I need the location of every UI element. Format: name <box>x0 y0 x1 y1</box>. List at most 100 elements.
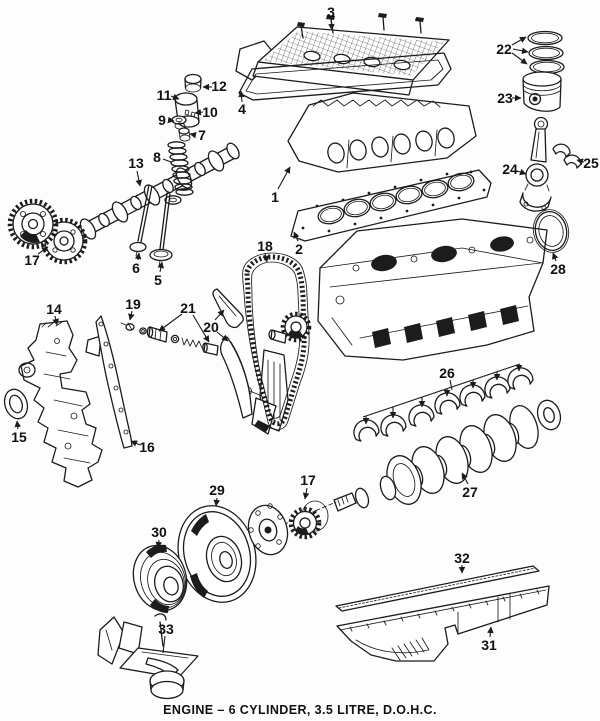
front-timing-cover <box>18 320 103 488</box>
callout-9: 9 <box>158 112 166 128</box>
callout-6: 6 <box>132 260 140 276</box>
callout-leader-6 <box>134 252 142 261</box>
cylinder-head <box>287 92 477 173</box>
piston <box>522 71 562 112</box>
diagram-caption: ENGINE – 6 CYLINDER, 3.5 LITRE, D.O.H.C. <box>163 703 437 717</box>
callout-leader-22 <box>512 47 529 55</box>
callout-29: 29 <box>209 482 225 498</box>
front-seal <box>3 388 29 420</box>
cover-gasket <box>85 315 133 449</box>
callout-leader-25 <box>576 158 585 165</box>
callout-leader-20 <box>214 309 225 321</box>
idler-sprocket <box>268 311 312 344</box>
callout-13: 13 <box>128 155 144 171</box>
valve-cover <box>235 13 450 96</box>
crank-sprocket <box>288 500 329 540</box>
rod-bearings <box>552 143 582 169</box>
callout-leader-18 <box>262 252 269 263</box>
callout-23: 23 <box>497 90 513 106</box>
callout-leader-1 <box>277 166 291 190</box>
callout-leader-22 <box>511 36 527 46</box>
callout-3: 3 <box>327 4 335 20</box>
harmonic-damper <box>132 544 188 613</box>
callout-12: 12 <box>211 78 227 94</box>
chain-tensioner-parts <box>120 322 219 356</box>
camshaft-sprockets <box>7 198 88 265</box>
callout-leader-28 <box>552 252 559 262</box>
chain-guides <box>212 288 253 419</box>
crank-pulley <box>177 505 257 603</box>
piston-rings <box>527 30 565 75</box>
callout-11: 11 <box>157 87 172 103</box>
callout-25: 25 <box>583 155 599 171</box>
callout-27: 27 <box>462 484 478 500</box>
callout-leader-26 <box>362 363 521 418</box>
callout-leader-30 <box>155 539 163 549</box>
callout-leader-29 <box>213 497 221 507</box>
callout-leader-33 <box>162 635 166 654</box>
valves <box>129 184 173 267</box>
callout-7: 7 <box>198 127 206 143</box>
engine-block <box>317 218 548 361</box>
crankshaft <box>333 399 562 512</box>
callout-33: 33 <box>158 621 174 637</box>
callout-leader-11 <box>170 93 180 100</box>
callout-1: 1 <box>271 189 279 205</box>
callout-leader-20 <box>216 331 229 342</box>
callout-leader-10 <box>194 108 204 116</box>
callout-32: 32 <box>454 550 470 566</box>
callout-leader-21 <box>158 313 183 332</box>
callout-10: 10 <box>202 104 218 120</box>
callout-leader-16 <box>130 440 141 447</box>
callout-leader-9 <box>167 116 175 124</box>
callout-26: 26 <box>439 365 455 381</box>
callout-leader-13 <box>135 170 143 187</box>
callout-15: 15 <box>11 429 27 445</box>
oil-pan-gasket <box>335 565 540 612</box>
callout-leader-17 <box>37 246 49 255</box>
callout-14: 14 <box>46 301 62 317</box>
callout-19: 19 <box>125 296 141 312</box>
callout-17: 17 <box>24 252 40 268</box>
callout-2: 2 <box>295 241 303 257</box>
callout-leader-22 <box>511 52 528 65</box>
callout-28: 28 <box>550 261 566 277</box>
callout-24: 24 <box>502 161 518 177</box>
connecting-rod <box>519 116 552 212</box>
callout-21: 21 <box>180 300 196 316</box>
callout-leader-31 <box>487 626 494 638</box>
callout-leader-27 <box>461 472 469 485</box>
callout-17: 17 <box>300 472 316 488</box>
callout-leader-14 <box>52 315 59 326</box>
callout-leader-3 <box>328 18 335 31</box>
callout-leader-2 <box>293 231 300 242</box>
callout-30: 30 <box>151 524 167 540</box>
callout-20: 20 <box>203 319 219 335</box>
callout-5: 5 <box>154 272 162 288</box>
callout-18: 18 <box>257 238 273 254</box>
timing-chain <box>242 252 310 431</box>
callout-leader-4 <box>238 90 245 103</box>
callout-leader-5 <box>157 261 165 273</box>
oil-pan <box>336 585 550 662</box>
callout-leader-26 <box>449 379 453 391</box>
callout-4: 4 <box>238 101 246 117</box>
valve-spring <box>167 141 194 196</box>
callout-leader-8 <box>162 158 172 163</box>
callout-leader-7 <box>189 131 197 139</box>
callout-31: 31 <box>481 637 497 653</box>
callout-16: 16 <box>139 439 155 455</box>
oil-pump-pickup <box>97 613 199 700</box>
rear-main-seal <box>532 209 570 253</box>
callout-22: 22 <box>496 41 512 57</box>
callout-8: 8 <box>153 149 161 165</box>
callout-leader-17 <box>302 487 310 500</box>
head-gasket <box>290 169 492 242</box>
callout-leader-21 <box>192 314 210 343</box>
hub-flange <box>247 503 289 556</box>
callout-leader-24 <box>516 168 527 176</box>
callout-leader-19 <box>128 310 135 321</box>
